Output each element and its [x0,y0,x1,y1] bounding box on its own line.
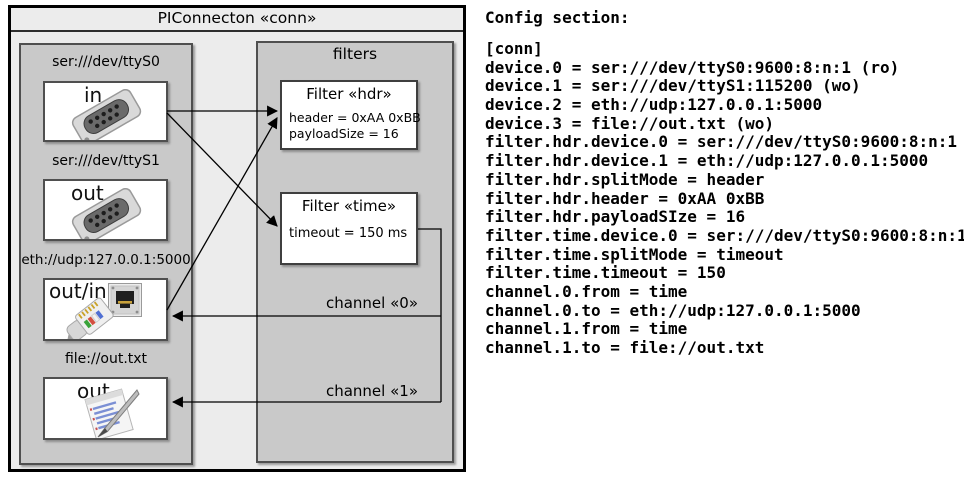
config-line: device.2 = eth://udp:127.0.0.1:5000 [485,95,823,115]
config-line: device.3 = file://out.txt (wo) [485,113,774,133]
config-line: filter.hdr.device.0 = ser:///dev/ttyS0:9… [485,132,958,152]
filter-hdr-prop-header: header = 0xAA 0xBB [289,110,421,125]
device-port-label: in [84,83,103,107]
device-label-file: file://out.txt [64,351,148,367]
config-line: channel.0.from = time [485,281,688,301]
filters-group-title: filters [332,45,378,63]
device-label-eth: eth://udp:127.0.0.1:5000 [21,252,191,268]
config-lines: [conn] device.0 = ser:///dev/ttyS0:9600:… [485,39,964,358]
config-line: channel.1.from = time [485,319,688,339]
config-line: device.1 = ser:///dev/ttyS1:115200 (wo) [485,76,861,96]
channel-0-label: channel «0» [325,294,418,312]
serial-connector-icon [71,188,142,239]
config-section-title: Config section: [485,8,630,27]
diagram-title: PIConnecton «conn» [157,9,317,27]
device-port-label: out/in [49,279,107,303]
config-line: filter.time.splitMode = timeout [485,244,784,264]
device-box-ttys1: out [43,179,168,241]
config-line: filter.hdr.device.1 = eth://udp:127.0.0.… [485,151,929,171]
ethernet-port-icon [108,283,142,317]
filter-hdr-title: Filter «hdr» [306,85,392,103]
device-label-ttys1: ser:///dev/ttyS1 [52,153,160,169]
device-box-ttys0: in [43,81,168,142]
filter-time-prop-timeout: timeout = 150 ms [289,226,408,241]
config-line: filter.hdr.splitMode = header [485,169,765,189]
device-label-ttys0: ser:///dev/ttyS0 [52,54,160,70]
filter-box-time: Filter «time» timeout = 150 ms [280,192,418,265]
config-line: filter.time.timeout = 150 [485,263,726,283]
config-line: channel.1.to = file://out.txt [485,338,765,357]
config-line: filter.hdr.payloadSIze = 16 [485,207,746,227]
config-panel: Config section: [conn] device.0 = ser://… [485,8,964,357]
device-box-eth: out/in [43,278,168,341]
channel-1-label: channel «1» [325,382,418,400]
notepad-pen-icon [84,388,140,438]
device-port-label: out [71,181,104,205]
title-separator [11,30,463,32]
config-line: filter.time.device.0 = ser:///dev/ttyS0:… [485,225,964,245]
config-line: device.0 = ser:///dev/ttyS0:9600:8:n:1 (… [485,57,900,77]
serial-connector-icon [71,89,142,140]
filter-box-hdr: Filter «hdr» header = 0xAA 0xBB payloadS… [280,80,421,150]
device-box-file: out [43,377,168,440]
filter-hdr-prop-payloadsize: payloadSize = 16 [289,126,399,141]
config-line: channel.0.to = eth://udp:127.0.0.1:5000 [485,300,861,320]
config-line: [conn] [485,39,543,58]
filter-time-title: Filter «time» [301,197,397,215]
config-line: filter.hdr.header = 0xAA 0xBB [485,188,765,208]
rj45-plug-icon [66,297,114,339]
